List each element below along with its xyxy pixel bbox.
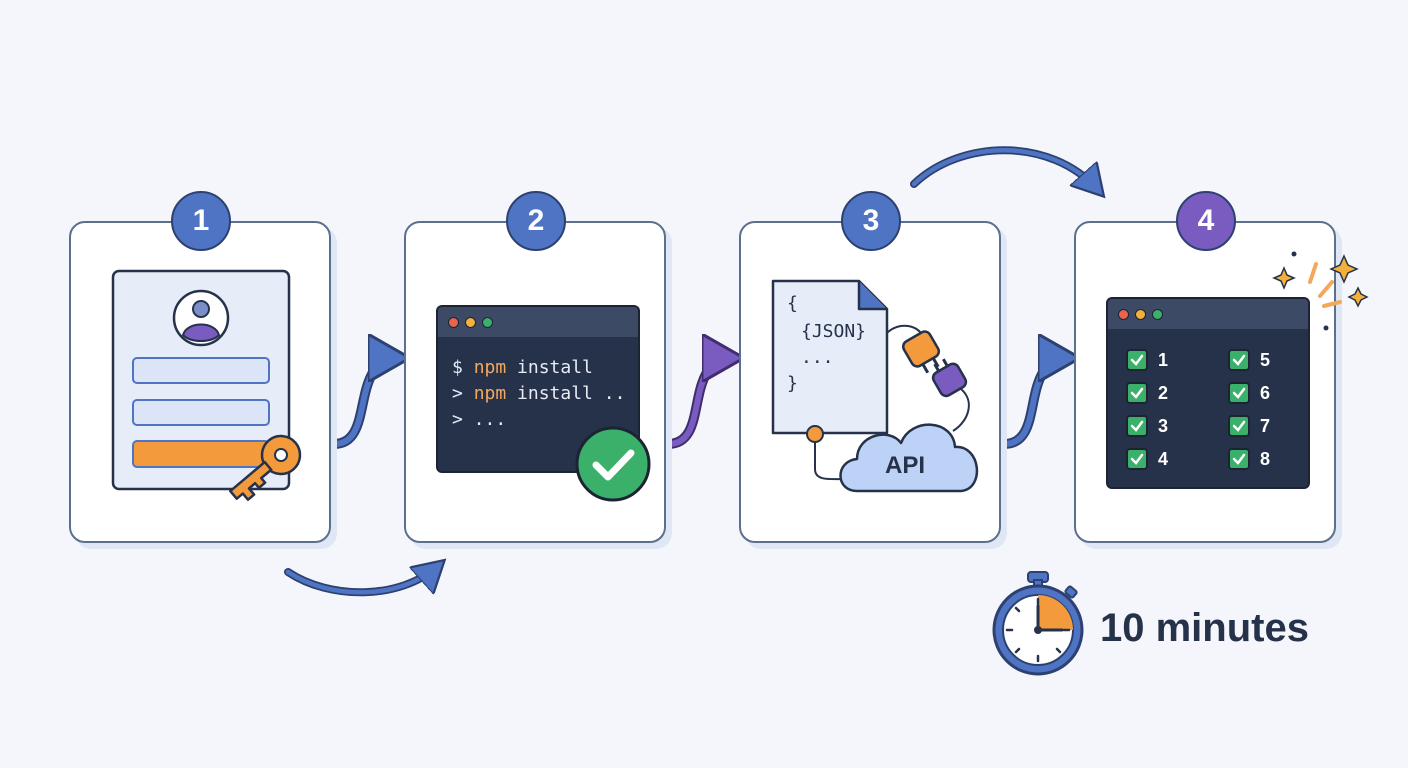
minimize-dot-icon [465,316,476,328]
close-dot-icon [448,316,459,328]
checkbox-checked-icon [1126,415,1148,437]
checkbox-checked-icon [1228,415,1250,437]
sparkle-icon [1272,251,1369,331]
checklist-window: 1 2 3 4 5 6 7 [1106,297,1310,489]
close-dot-icon [1118,308,1129,320]
command-line-1: $ npm install [452,357,593,378]
command-line-2: > npm install .. [452,383,626,404]
checkbox-checked-icon [1228,382,1250,404]
checklist-item: 7 [1228,415,1270,437]
maximize-dot-icon [482,316,493,328]
step-4-card: 1 2 3 4 5 6 7 [1074,221,1336,543]
checkbox-checked-icon [1126,349,1148,371]
json-line-4: } [787,373,798,394]
json-line-1: { [787,293,798,314]
json-line-3: ... [801,347,834,368]
json-line-2: {JSON} [801,321,867,342]
api-label: API [885,452,926,479]
minimize-dot-icon [1135,308,1146,320]
step-4-badge: 4 [1176,191,1236,251]
checkbox-checked-icon [1228,448,1250,470]
step-2-card: $ npm install > npm install .. > ... [404,221,666,543]
key-icon [229,434,302,501]
step-3-card: { {JSON} ... } API [739,221,1001,543]
check-circle-icon [575,426,651,502]
checklist-item: 3 [1126,415,1168,437]
checklist-item: 1 [1126,349,1168,371]
command-line-3: > ... [452,409,507,430]
checkbox-checked-icon [1228,349,1250,371]
checkbox-checked-icon [1126,382,1148,404]
checklist-item: 6 [1228,382,1270,404]
arrow-top-arc [910,146,1102,194]
plug-icon [901,330,968,398]
checklist-item: 8 [1228,448,1270,470]
checklist-item: 4 [1126,448,1168,470]
terminal-title-bar [438,307,638,337]
document-icon [771,279,889,435]
checkbox-checked-icon [1126,448,1148,470]
maximize-dot-icon [1152,308,1163,320]
step-1-badge: 1 [171,191,231,251]
api-integration-illustration [771,279,978,493]
cloud-icon [839,423,978,493]
step-1-card [69,221,331,543]
checklist-title-bar [1108,299,1308,329]
signup-form-illustration [111,269,302,501]
stopwatch-icon [992,571,1084,676]
checklist-item: 2 [1126,382,1168,404]
user-avatar-icon [172,289,230,347]
checklist-item: 5 [1228,349,1270,371]
duration-label: 10 minutes [1100,606,1309,650]
step-3-badge: 3 [841,191,901,251]
step-2-badge: 2 [506,191,566,251]
